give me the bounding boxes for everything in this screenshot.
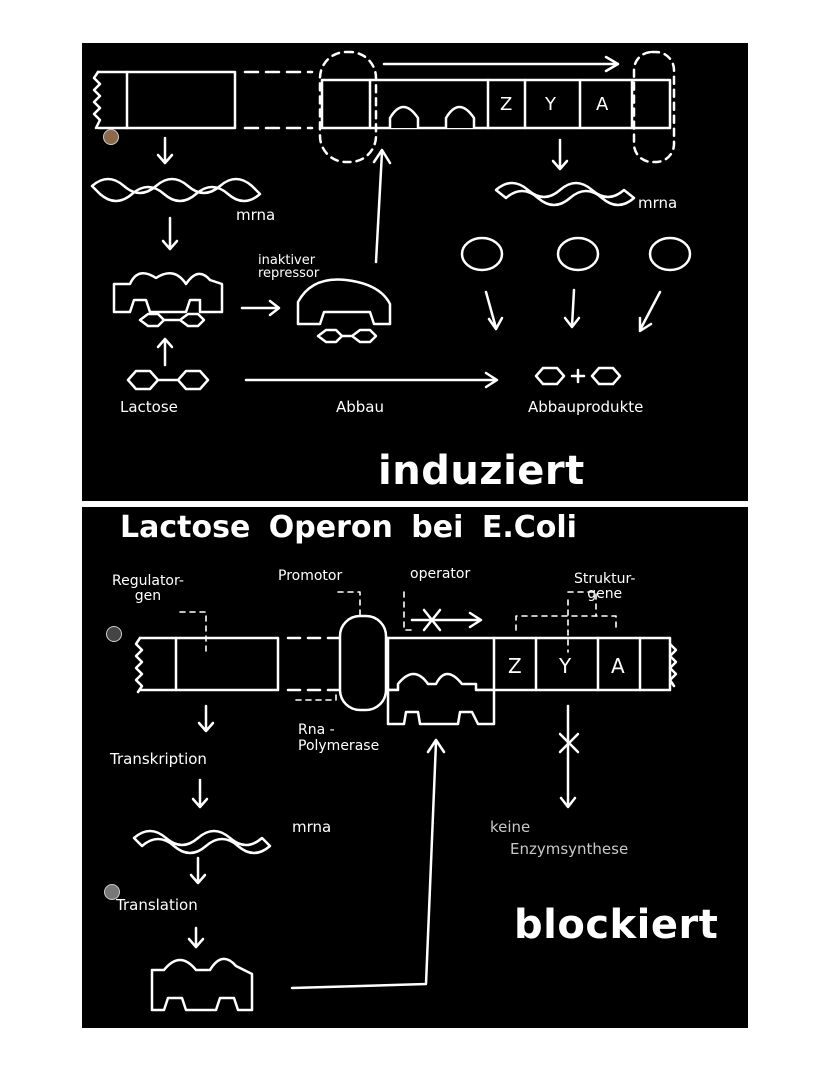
top-arrow-to-repressor <box>163 218 177 249</box>
bottom-arrow-to-translation <box>191 858 205 883</box>
top-transcription-arrow <box>384 57 618 71</box>
bottom-dashed-dna-link <box>288 638 344 690</box>
rna-polymerase-shape <box>340 616 386 710</box>
top-arrow-to-mrna <box>158 138 172 163</box>
top-gene-z: Z <box>500 94 513 115</box>
top-dashed-dna-link <box>245 72 312 128</box>
top-arrow-enzyme-1 <box>486 292 502 329</box>
top-mrna-strand-left <box>92 179 260 201</box>
operator-label: operator <box>410 566 471 582</box>
strukturgene-label: Struktur- gene <box>574 571 636 602</box>
state-blockiert: blockiert <box>514 902 719 948</box>
bottom-annotation-dashes <box>180 592 616 652</box>
inactive-repressor-shape <box>298 279 390 342</box>
enzymsynthese-label: Enzymsynthese <box>510 840 629 858</box>
top-mrna-label-right: mrna <box>638 194 678 212</box>
operon-diagram-drawing <box>82 43 748 1028</box>
active-repressor-shape <box>114 273 222 326</box>
bottom-gene-z: Z <box>508 654 522 678</box>
enzyme-circles <box>462 238 690 270</box>
blocked-transcription-arrow <box>412 610 481 630</box>
page-title: Lactose Operon bei E.Coli <box>120 510 577 545</box>
bottom-regulator-gene-block <box>136 638 278 692</box>
abbauprodukte-label: Abbauprodukte <box>528 398 644 416</box>
bottom-mrna-strand <box>134 831 270 853</box>
top-arrow-to-mrna-right <box>553 140 567 169</box>
transkription-label: Transkription <box>110 750 207 768</box>
top-mrna-label-left: mrna <box>236 206 276 224</box>
degradation-products <box>536 368 620 384</box>
bottom-gene-a: A <box>611 654 625 678</box>
top-regulator-gene-block <box>94 72 235 128</box>
translation-label: Translation <box>116 896 198 914</box>
top-arrow-repressor-released <box>374 150 390 262</box>
bottom-arrow-to-repressor <box>189 928 203 947</box>
top-operon-dna-block <box>322 80 670 128</box>
regulatorgen-label: Regulator- gen <box>112 573 184 604</box>
lactose-label: Lactose <box>120 398 178 416</box>
top-gene-y: Y <box>545 94 556 115</box>
blackboard-panel <box>82 43 748 1028</box>
new-repressor-shape <box>152 959 252 1010</box>
bottom-operon-dna-block <box>342 638 676 690</box>
top-promoter-rnapolymerase-dashed <box>320 52 376 162</box>
rna-polymerase-label: Rna - Polymerase <box>298 722 380 754</box>
bottom-arrow-repressor-to-operator <box>292 740 444 988</box>
top-end-dashed <box>634 52 674 162</box>
bottom-mrna-label: mrna <box>292 818 332 836</box>
lactose-molecule <box>128 371 208 389</box>
keine-label: keine <box>490 818 531 836</box>
bound-repressor-shape <box>388 674 494 724</box>
polymerase-label-dash <box>296 690 336 700</box>
top-arrow-to-inactive-repressor <box>242 301 279 315</box>
bottom-arrow-to-transkription <box>199 706 213 731</box>
top-arrow-lactose-to-repressor <box>158 339 172 365</box>
punch-hole-bottom <box>104 884 120 900</box>
top-mrna-strand-right <box>496 183 634 205</box>
blocked-enzyme-synthesis-arrow <box>560 706 578 807</box>
state-induziert: induziert <box>378 448 585 494</box>
top-arrow-abbau <box>246 373 497 387</box>
inactive-repressor-label: inaktiver repressor <box>258 253 320 281</box>
abbau-label: Abbau <box>336 398 385 416</box>
promotor-label: Promotor <box>278 568 343 584</box>
punch-hole-top <box>103 129 119 145</box>
panel-divider <box>82 501 748 507</box>
bottom-gene-y: Y <box>559 654 572 678</box>
top-arrow-enzyme-2 <box>565 290 579 327</box>
punch-hole-mid <box>106 626 122 642</box>
top-arrow-enzyme-3 <box>640 292 660 331</box>
bottom-arrow-to-mrna <box>193 780 207 807</box>
top-gene-a: A <box>596 94 609 115</box>
